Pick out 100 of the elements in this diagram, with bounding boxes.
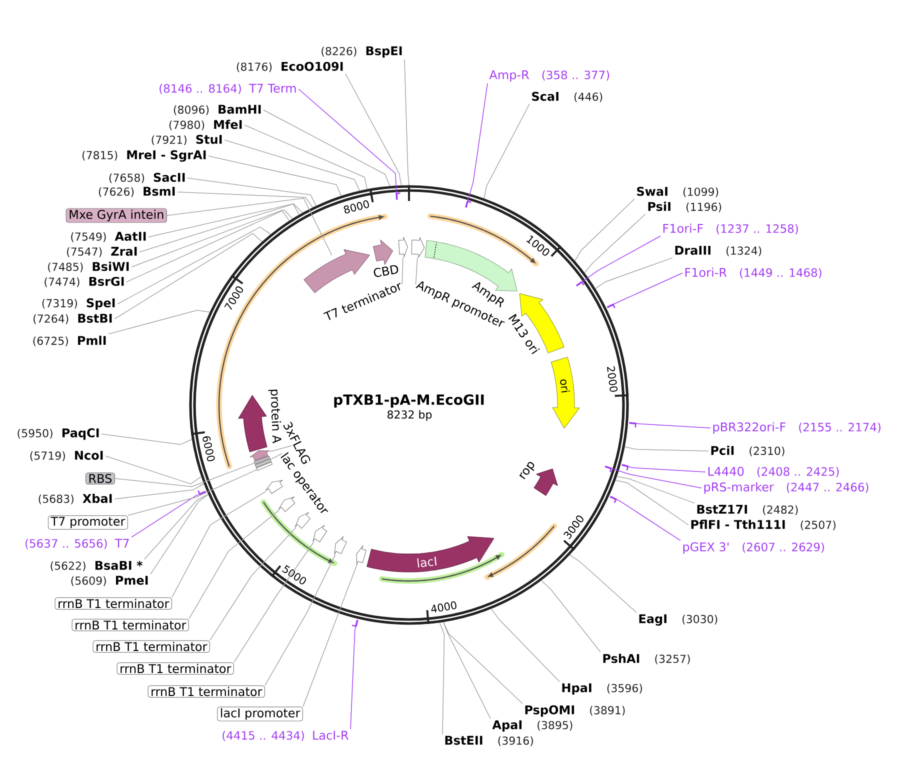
primer-label: (4415 .. 4434) LacI-R — [222, 730, 348, 742]
leader-line — [540, 580, 601, 652]
primer-mark — [396, 192, 400, 200]
site-label: BstZ17I (2482) — [697, 504, 798, 516]
sequence-feature: lacI — [366, 536, 494, 572]
site-label: EagI (3030) — [639, 614, 718, 626]
site-label: (8226) BspEI — [322, 46, 402, 58]
leader-line — [443, 622, 523, 704]
leader-line — [264, 554, 336, 686]
leader-line — [210, 527, 296, 641]
primer-label: F1ori-R (1449 .. 1468) — [685, 268, 822, 278]
leader-line — [105, 456, 202, 484]
leader-line — [467, 82, 488, 202]
sequence-feature — [334, 536, 347, 555]
site-label: (7549) AatII — [71, 232, 146, 242]
feature-label: T7 promoter — [48, 515, 128, 530]
feature-label: Mxe GyrA intein — [66, 208, 167, 223]
feature-label: rop — [519, 462, 534, 480]
leader-line — [114, 483, 204, 500]
site-label: PciI (2310) — [711, 446, 784, 456]
primer-mark — [610, 496, 617, 504]
site-label: (5683) XbaI — [38, 494, 112, 504]
leader-line — [270, 453, 282, 460]
primer-label: Amp-R (358 .. 377) — [489, 70, 610, 82]
primer-mark — [604, 466, 612, 472]
site-label: (7547) ZraI — [66, 246, 137, 258]
site-label: (5950) PaqCI — [18, 428, 99, 440]
feature-label: lacI promoter — [217, 706, 303, 722]
feature-label: CBD — [374, 265, 398, 277]
feature-label: rrnB T1 terminator — [116, 662, 234, 675]
leader-line — [569, 554, 637, 613]
sequence-feature — [356, 545, 367, 565]
leader-line — [490, 608, 560, 682]
primer-label: (8146 .. 8164) T7 Term — [160, 84, 296, 94]
primer-label: pRS-marker (2447 .. 2466) — [704, 482, 868, 494]
leader-line — [616, 499, 681, 541]
leader-line — [302, 564, 358, 708]
primer-label: (5637 .. 5656) T7 — [25, 538, 129, 550]
leader-line — [350, 626, 356, 730]
leader-line — [345, 74, 402, 186]
sequence-feature — [312, 524, 328, 542]
sequence-feature — [254, 458, 272, 468]
site-label: (7319) SpeI — [42, 298, 115, 310]
leader-line — [595, 257, 673, 289]
sequence-feature — [250, 450, 270, 461]
leader-line — [574, 198, 635, 262]
leader-line — [624, 446, 709, 452]
leader-line — [244, 124, 368, 190]
site-label: (7264) BstBI — [34, 314, 112, 324]
leader-line — [131, 209, 293, 268]
site-label: (5609) PmeI — [71, 576, 148, 586]
leader-line — [108, 310, 210, 334]
leader-line — [114, 462, 255, 487]
site-label: (7921) StuI — [152, 134, 222, 146]
site-label: DraIII (1324) — [675, 246, 762, 256]
site-label: ScaI (446) — [532, 92, 602, 102]
leader-line — [150, 494, 209, 575]
leader-line — [117, 226, 272, 304]
feature-label: rrnB T1 terminator — [92, 640, 210, 653]
site-label: (7815) MreI - SgrAI — [82, 150, 206, 162]
sequence-feature — [254, 456, 270, 464]
leader-line — [126, 210, 290, 282]
leader-line — [188, 510, 280, 620]
leader-line — [484, 104, 530, 199]
feature-label: rrnB T1 terminator — [148, 685, 265, 698]
leader-line — [114, 233, 262, 320]
leader-line — [615, 480, 689, 526]
primer-mark — [198, 490, 206, 496]
leader-line — [131, 494, 200, 538]
leader-line — [443, 622, 491, 720]
primer-label: L4440 (2408 .. 2425) — [708, 466, 839, 478]
leader-line — [628, 466, 706, 472]
tick-label: 8000 — [344, 200, 369, 214]
site-label: (5719) NcoI — [30, 450, 103, 462]
site-label: (6725) PmlI — [33, 336, 106, 346]
site-label: (7980) MfeI — [169, 120, 242, 130]
sequence-feature — [372, 240, 394, 265]
site-label: BstEII (3916) — [445, 736, 533, 746]
sequence-feature — [238, 395, 268, 452]
leader-line — [263, 110, 390, 186]
primer-mark — [606, 303, 616, 308]
plasmid-ring — [189, 185, 629, 625]
sequence-feature — [256, 462, 273, 471]
leader-line — [144, 494, 209, 560]
sequence-feature: ori — [550, 356, 580, 428]
leader-line — [128, 469, 258, 516]
leader-line — [234, 542, 314, 663]
site-label: (8176) EcoO109I — [236, 62, 343, 72]
leader-line — [584, 214, 646, 274]
sequence-feature — [294, 512, 311, 529]
site-label: (5622) BsaBI * — [50, 560, 143, 572]
site-label: PspOMI (3891) — [525, 705, 625, 717]
primer-mark — [622, 464, 629, 470]
leader-line — [636, 423, 711, 428]
sequence-feature — [411, 237, 425, 258]
primer-label: pGEX 3' (2607 .. 2629) — [683, 542, 824, 554]
leader-line — [616, 476, 695, 504]
sequence-feature — [278, 496, 296, 512]
plasmid-size: 8232 bp — [388, 410, 432, 421]
map-title: pTXB1-pA-M.EcoGII — [334, 394, 484, 408]
